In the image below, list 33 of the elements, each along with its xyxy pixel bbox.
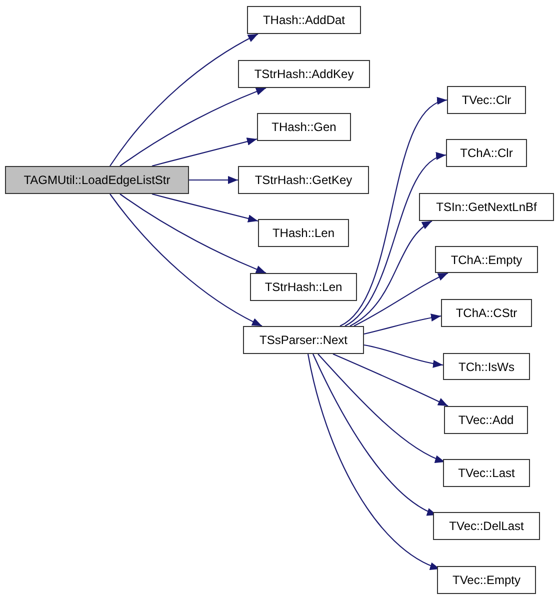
call-arrow xyxy=(110,34,258,166)
call-arrow xyxy=(344,154,446,326)
function-box: TChA::CStr xyxy=(441,299,532,327)
function-box: TChA::Clr xyxy=(446,139,527,167)
function-box: TVec::Empty xyxy=(437,566,536,594)
function-box: TStrHash::AddKey xyxy=(238,60,370,88)
focus-function-box: TAGMUtil::LoadEdgeListStr xyxy=(5,166,189,194)
function-box: THash::Len xyxy=(258,219,349,247)
call-arrow xyxy=(364,314,442,335)
function-box: TChA::Empty xyxy=(435,246,538,273)
function-box: TSsParser::Next xyxy=(243,326,364,354)
call-arrow xyxy=(364,344,444,368)
call-arrow xyxy=(332,354,448,406)
call-arrow xyxy=(110,194,262,326)
function-box: TVec::Last xyxy=(443,459,530,487)
function-box: TStrHash::Len xyxy=(250,273,357,301)
call-arrow xyxy=(340,99,448,326)
function-box: THash::Gen xyxy=(257,113,351,141)
call-arrow xyxy=(318,354,446,463)
call-arrow xyxy=(189,176,238,184)
function-box: TVec::Add xyxy=(444,406,528,434)
function-box: TVec::DelLast xyxy=(433,512,540,540)
function-box: TSIn::GetNextLnBf xyxy=(419,193,554,221)
call-arrow xyxy=(152,138,258,167)
call-arrow xyxy=(354,272,448,326)
function-box: TVec::Clr xyxy=(447,86,526,114)
call-arrow xyxy=(120,87,266,166)
call-arrow xyxy=(120,194,266,274)
call-arrow xyxy=(152,193,258,222)
call-arrow xyxy=(350,220,432,326)
function-box: TStrHash::GetKey xyxy=(238,166,369,194)
function-box: THash::AddDat xyxy=(247,6,361,34)
function-box: TCh::IsWs xyxy=(443,353,530,380)
